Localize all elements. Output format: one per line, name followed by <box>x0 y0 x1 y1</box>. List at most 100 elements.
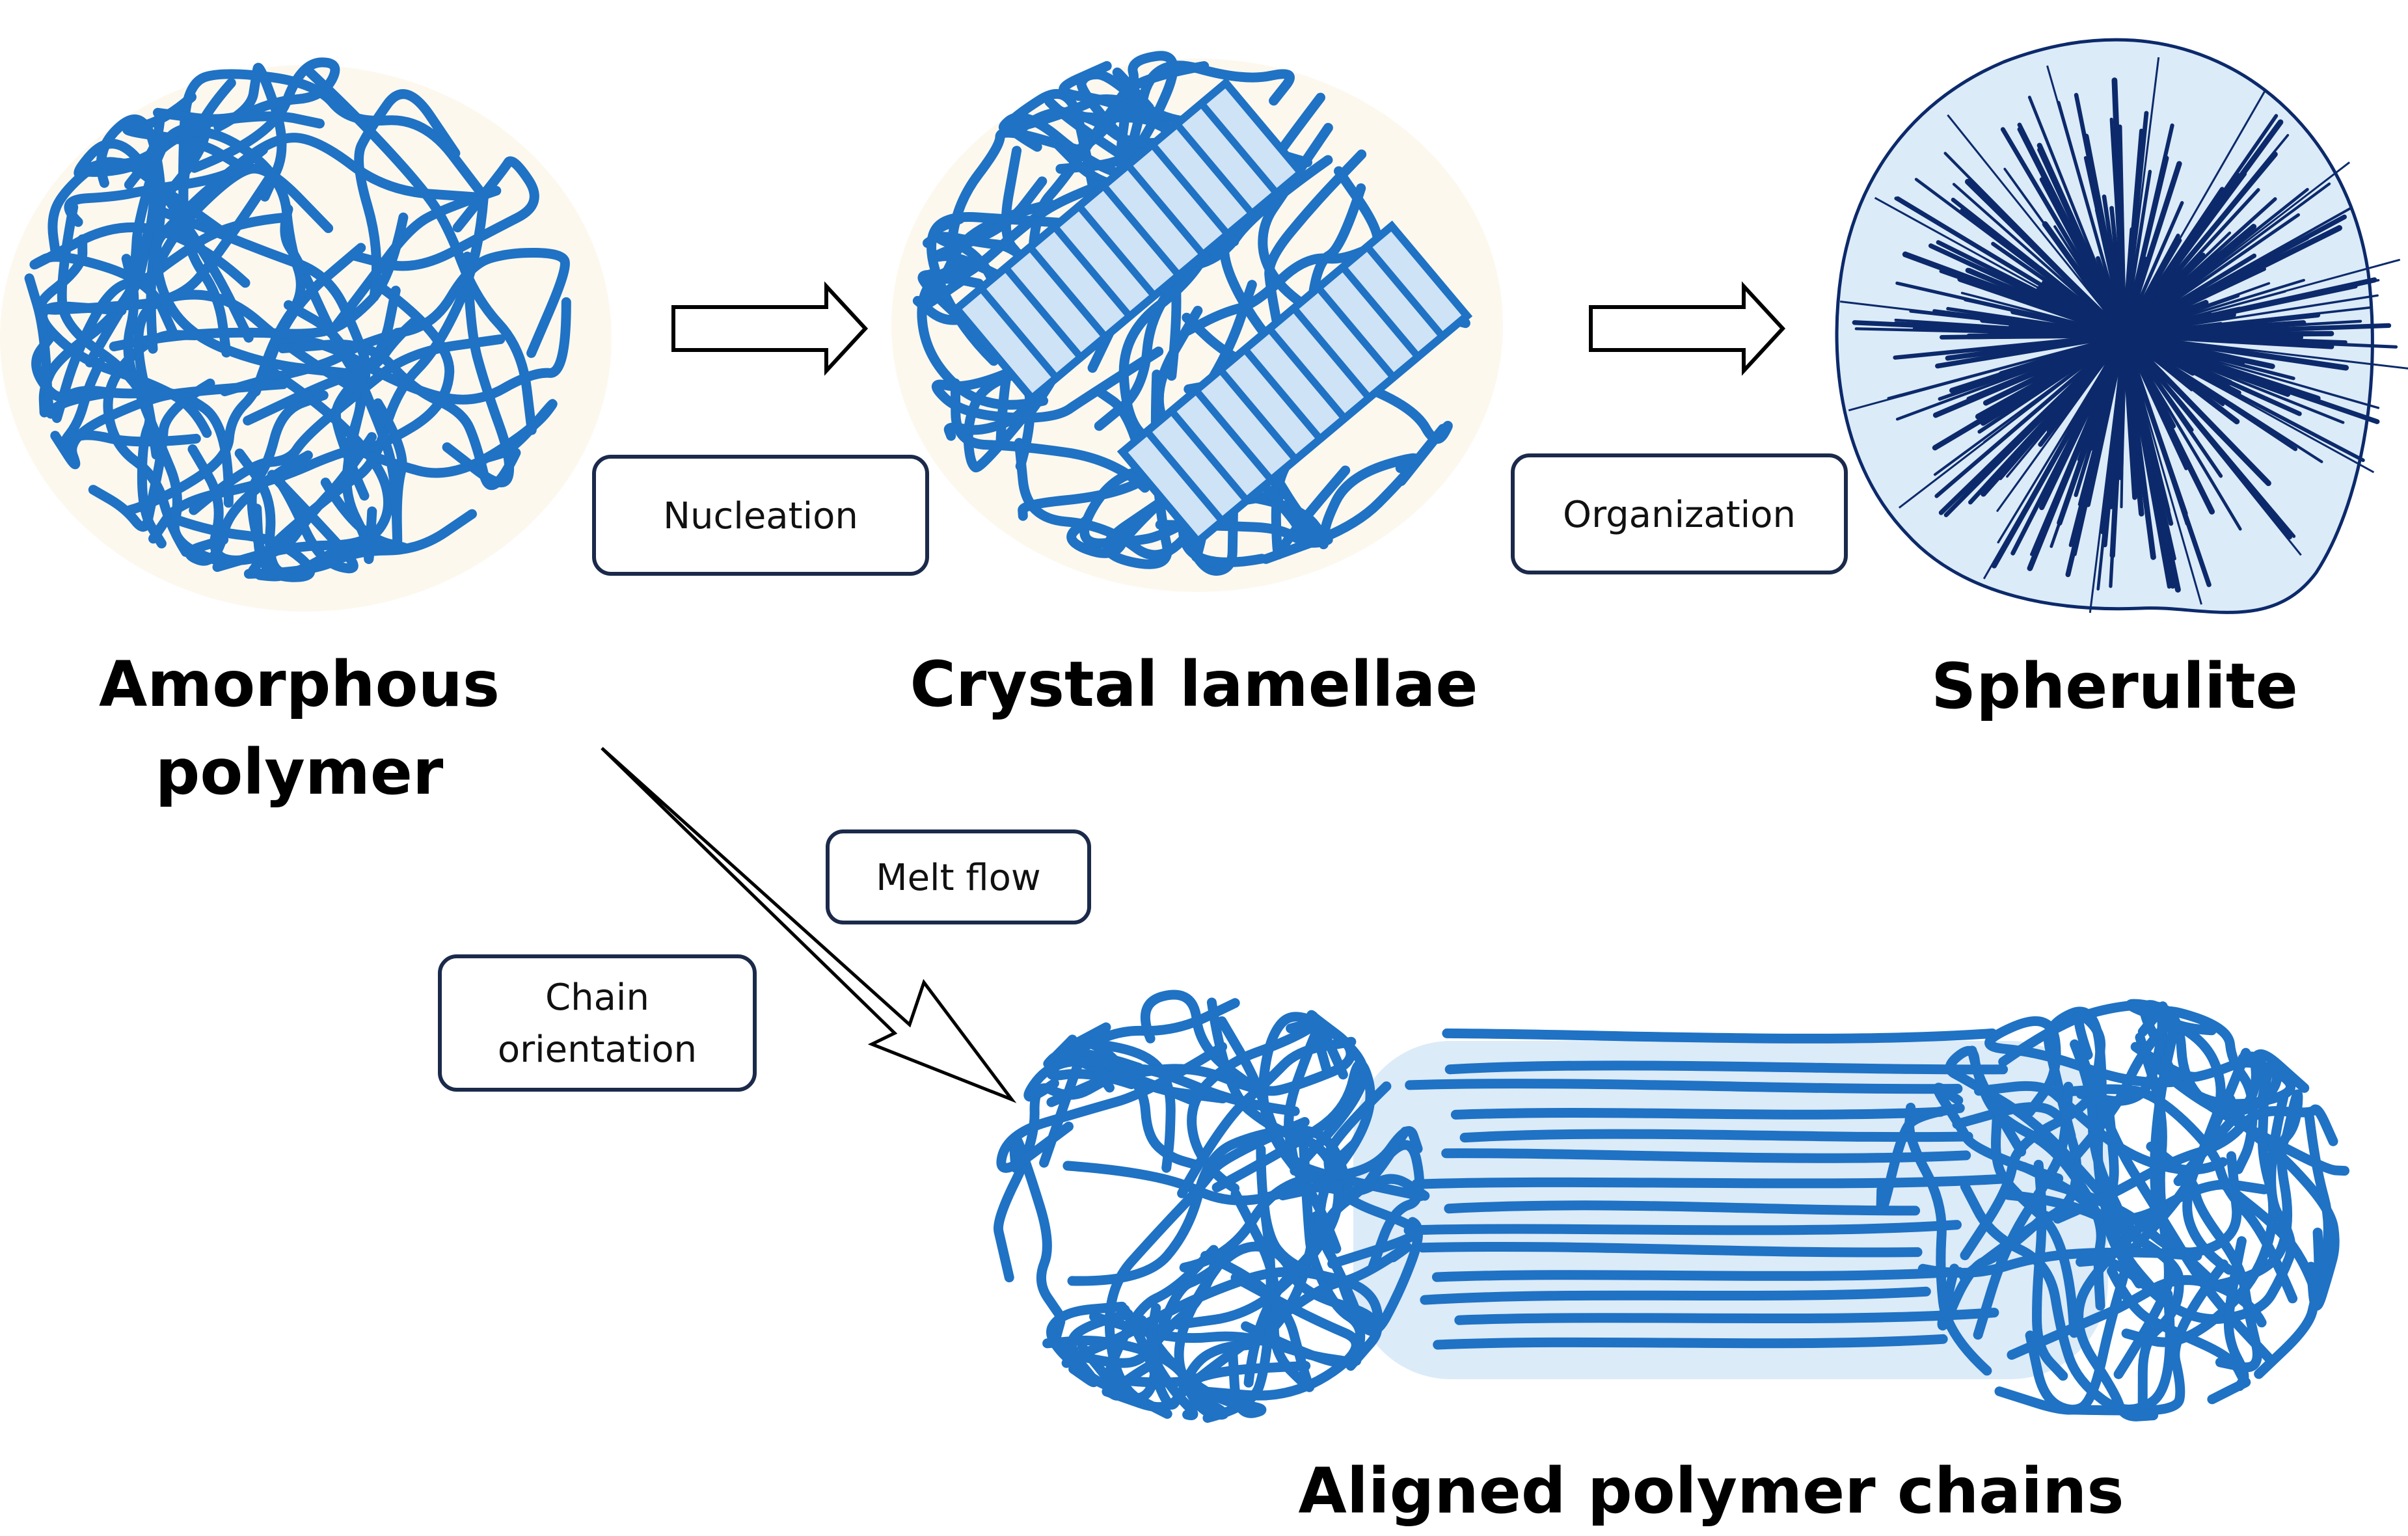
amorphous-chain <box>284 300 407 546</box>
aligned-chain <box>1431 1267 1964 1282</box>
spherulite-ray <box>1932 309 2126 337</box>
amorphous-chain <box>349 156 539 271</box>
lamella-fold <box>1100 183 1182 278</box>
lamella-block-2 <box>1116 221 1473 547</box>
lamella-fold <box>1340 265 1421 360</box>
amorphous-chain <box>354 89 461 302</box>
process-box-nucleation: Nucleation <box>592 455 929 576</box>
spherulite-ray <box>2121 332 2271 487</box>
aligned-chain <box>1403 1220 1962 1235</box>
aligned-tangle-chain-left <box>1272 1242 1413 1323</box>
amorphous-polymer-illustration <box>0 57 612 612</box>
amorphous-chain <box>189 334 506 515</box>
spherulite-ray <box>1963 297 2126 337</box>
spherulite-ray <box>2050 333 2126 548</box>
lamellae-chain <box>1182 230 1398 336</box>
amorphous-chains <box>24 57 571 582</box>
aligned-tangle-chain-right <box>2074 1202 2169 1421</box>
lamella-fold <box>1076 204 1157 299</box>
spherulite-ray <box>2122 333 2223 478</box>
arrow-organization <box>1589 281 1786 376</box>
aligned-chain <box>1450 1107 1946 1120</box>
aligned-tangle-chain-right <box>1998 1000 2349 1176</box>
nucleation-label: Nucleation <box>663 495 858 537</box>
spherulite-ray <box>2122 128 2144 338</box>
lamella-blocks <box>951 77 1473 547</box>
amorphous-chain <box>88 378 215 532</box>
spherulite-ray <box>2039 177 2127 338</box>
aligned-tangle-chain-left <box>996 1042 1228 1173</box>
aligned-chains-illustration <box>993 990 2349 1423</box>
aligned-tangle-chain-left <box>1217 1016 1426 1201</box>
aligned-polymer-chains-label: Aligned polymer chains <box>1299 1455 2124 1528</box>
spherulite-ray <box>2122 238 2316 338</box>
lamellae-chain <box>999 94 1251 190</box>
spherulite-ray <box>2122 332 2212 587</box>
aligned-chain <box>1444 1200 1921 1216</box>
spherulite-ray <box>2003 167 2126 336</box>
aligned-chain <box>1433 1334 1948 1350</box>
aligned-tangle-chain-left <box>1211 1059 1375 1201</box>
spherulite-ray <box>1964 178 2128 338</box>
spherulite-ray <box>2122 333 2398 349</box>
aligned-left-tangle <box>993 990 1430 1423</box>
aligned-tangle-chain-left <box>1179 1126 1423 1273</box>
aligned-tangle-chain-right <box>2032 1159 2068 1381</box>
lamella-fold <box>1266 326 1347 421</box>
spherulite-ray <box>2122 333 2242 531</box>
process-box-chain-orientation: Chain orientation <box>438 954 757 1092</box>
amorphous-chain <box>47 141 169 261</box>
spherulite-label: Spherulite <box>1931 650 2298 723</box>
spherulite-ray <box>1957 276 2128 338</box>
spherulite-ray <box>2061 334 2126 489</box>
spherulite-ray <box>1991 332 2128 569</box>
lamellae-chain <box>1014 438 1203 560</box>
spherulite-ray <box>1854 327 2126 337</box>
aligned-tangle-chain-right <box>2182 1047 2251 1275</box>
aligned-chain <box>1454 1308 1999 1325</box>
spherulite-ray <box>1997 334 2126 544</box>
lamella-fold <box>1198 101 1280 196</box>
spherulite-ray <box>2096 333 2126 591</box>
lamella-fold <box>1125 163 1206 258</box>
crystal-lamellae-label: Crystal lamellae <box>910 648 1478 721</box>
aligned-chain <box>1418 1241 1923 1258</box>
lamella-fold <box>1291 306 1372 401</box>
aligned-tangle-chain-right <box>2142 1054 2282 1118</box>
aligned-tangle-chain-right <box>1984 1016 2177 1117</box>
aligned-parallel-chains <box>1403 1028 2009 1350</box>
lamella-outline <box>1116 221 1473 547</box>
spherulite-illustration <box>1835 38 2408 614</box>
aligned-tangle-chain-left <box>1023 1056 1202 1170</box>
spherulite-ray <box>2122 171 2247 338</box>
amorphous-chain <box>31 329 234 508</box>
amorphous-chain <box>284 297 571 405</box>
amorphous-polymer-label-line2: polymer <box>156 736 444 809</box>
lamella-fold <box>1169 408 1250 503</box>
amorphous-chain <box>61 357 201 447</box>
spherulite-ray <box>2122 155 2169 338</box>
lamellae-chain <box>950 378 1150 493</box>
spherulite-rays <box>1852 77 2398 593</box>
aligned-tangle-chain-right <box>2254 1112 2333 1379</box>
amorphous-chain <box>392 247 570 358</box>
lamella-fold <box>1003 265 1084 360</box>
spherulite-ray <box>2122 170 2152 337</box>
spherulite-ray <box>1934 332 2127 498</box>
aligned-tangle-chain-left <box>993 1075 1112 1283</box>
lamella-fold <box>1217 367 1299 462</box>
spherulite-ray <box>1980 332 2128 426</box>
aligned-tangle-chain-right <box>1917 1247 2202 1278</box>
lamella-fold <box>1242 347 1323 442</box>
lamellae-chain <box>917 256 1049 410</box>
chain-orientation-label-line2: orientation <box>498 1029 697 1071</box>
lamella-fold <box>1174 122 1255 217</box>
aligned-chain <box>1459 1129 1973 1143</box>
spherulite-ray <box>2122 332 2380 424</box>
aligned-tangle-chain-left <box>1256 1144 1383 1329</box>
amorphous-chain <box>331 286 401 501</box>
crystal-lamellae-illustration <box>891 51 1503 592</box>
aligned-tangle-chain-left <box>1187 1013 1332 1193</box>
lamella-fold <box>1149 142 1231 237</box>
